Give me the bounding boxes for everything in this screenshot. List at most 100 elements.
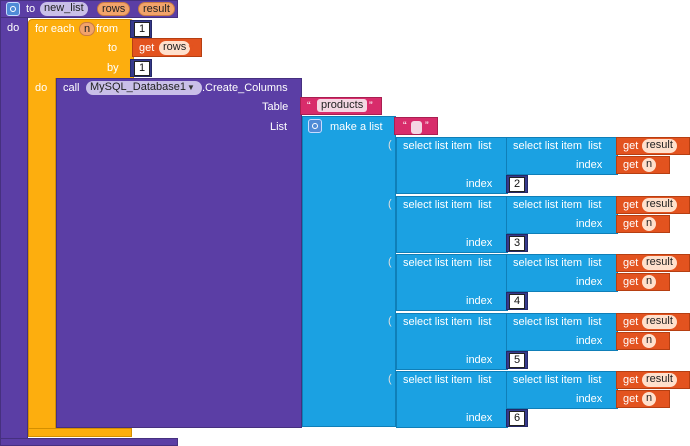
- select-list-item-outer[interactable]: [396, 196, 508, 253]
- n-chevron-down-icon[interactable]: ▼: [656, 160, 664, 169]
- component-dropdown[interactable]: MySQL_Database1: [86, 81, 202, 95]
- get-result-dropdown[interactable]: result: [642, 373, 677, 387]
- result-chevron-down-icon[interactable]: ▼: [676, 375, 684, 384]
- n-chevron-down-icon[interactable]: ▼: [656, 336, 664, 345]
- close-quote: ”: [369, 100, 373, 112]
- outer-index-label: index: [466, 237, 493, 249]
- get-rows-dropdown[interactable]: rows: [159, 41, 191, 55]
- get-n-label: get: [623, 159, 639, 171]
- get-result-dropdown[interactable]: result: [642, 139, 677, 153]
- outer-select-label: select list item: [403, 199, 473, 211]
- table-socket-label: Table: [262, 101, 289, 113]
- select-list-item-outer[interactable]: [396, 313, 508, 370]
- param-rows[interactable]: rows: [97, 2, 131, 16]
- index-value[interactable]: 3: [509, 236, 525, 251]
- component-chevron-down-icon[interactable]: ▼: [187, 83, 195, 92]
- table-name-field[interactable]: products: [317, 99, 368, 112]
- result-chevron-down-icon[interactable]: ▼: [676, 141, 684, 150]
- loop-do-label: do: [35, 82, 48, 94]
- inner-index-label: index: [576, 218, 603, 230]
- outer-index-label: index: [466, 354, 493, 366]
- outer-list-label: list: [478, 257, 492, 269]
- make-a-list-block[interactable]: [302, 116, 396, 427]
- outer-list-label: list: [478, 140, 492, 152]
- mutator-gear-icon[interactable]: [6, 2, 20, 16]
- get-n-dropdown[interactable]: n: [642, 158, 657, 172]
- select-list-item-inner[interactable]: [506, 137, 618, 175]
- for-each-label: for each: [35, 23, 75, 35]
- index-value[interactable]: 6: [509, 411, 525, 426]
- get-n-dropdown[interactable]: n: [642, 334, 657, 348]
- outer-select-label: select list item: [403, 140, 473, 152]
- procedure-name-field[interactable]: new_list: [40, 2, 88, 16]
- open-quote: “: [307, 100, 311, 112]
- param-result[interactable]: result: [138, 2, 175, 16]
- select-list-item-inner[interactable]: [506, 254, 618, 292]
- for-each-bottom: [28, 428, 132, 437]
- select-list-item-inner[interactable]: [506, 313, 618, 351]
- inner-index-label: index: [576, 393, 603, 405]
- outer-select-label: select list item: [403, 257, 473, 269]
- select-list-item-outer[interactable]: [396, 137, 508, 194]
- for-each-rail: [28, 78, 56, 432]
- inner-list-label: list: [588, 257, 602, 269]
- by-label: by: [107, 62, 119, 74]
- outer-index-label: index: [466, 178, 493, 190]
- n-chevron-down-icon[interactable]: ▼: [656, 394, 664, 403]
- empty-text-field[interactable]: [411, 121, 422, 134]
- empty-close-quote: ”: [425, 120, 429, 132]
- get-n-label: get: [623, 393, 639, 405]
- inner-index-label: index: [576, 159, 603, 171]
- procedure-body-rail: [0, 18, 28, 442]
- outer-index-label: index: [466, 412, 493, 424]
- n-chevron-down-icon[interactable]: ▼: [656, 219, 664, 228]
- by-value[interactable]: 1: [134, 61, 150, 76]
- get-n-dropdown[interactable]: n: [642, 392, 657, 406]
- to-label: to: [108, 42, 118, 54]
- outer-select-label: select list item: [403, 316, 473, 328]
- result-chevron-down-icon[interactable]: ▼: [676, 317, 684, 326]
- get-n-dropdown[interactable]: n: [642, 217, 657, 231]
- outer-select-label: select list item: [403, 374, 473, 386]
- call-create-columns-block[interactable]: [56, 78, 302, 428]
- get-n-label: get: [623, 276, 639, 288]
- get-result-dropdown[interactable]: result: [642, 198, 677, 212]
- inner-list-label: list: [588, 199, 602, 211]
- select-list-item-outer[interactable]: [396, 371, 508, 428]
- loop-var-field[interactable]: n: [79, 22, 96, 36]
- get-n-dropdown[interactable]: n: [642, 275, 657, 289]
- inner-list-label: list: [588, 316, 602, 328]
- from-label: from: [96, 23, 118, 35]
- rows-chevron-down-icon[interactable]: ▼: [187, 43, 195, 52]
- inner-index-label: index: [576, 335, 603, 347]
- procedure-do-label: do: [7, 22, 20, 34]
- result-chevron-down-icon[interactable]: ▼: [676, 258, 684, 267]
- get-result-label: get: [623, 374, 639, 386]
- call-label: call: [63, 82, 80, 94]
- list-socket-label: List: [270, 121, 288, 133]
- outer-list-label: list: [478, 316, 492, 328]
- outer-list-label: list: [478, 374, 492, 386]
- get-n-label: get: [623, 335, 639, 347]
- get-result-dropdown[interactable]: result: [642, 315, 677, 329]
- result-chevron-down-icon[interactable]: ▼: [676, 200, 684, 209]
- n-chevron-down-icon[interactable]: ▼: [656, 277, 664, 286]
- get-result-dropdown[interactable]: result: [642, 256, 677, 270]
- socket-bracket: (: [388, 315, 392, 327]
- outer-index-label: index: [466, 295, 493, 307]
- inner-list-label: list: [588, 140, 602, 152]
- index-value[interactable]: 5: [509, 353, 525, 368]
- inner-select-label: select list item: [513, 140, 583, 152]
- socket-bracket: (: [388, 373, 392, 385]
- index-value[interactable]: 2: [509, 177, 525, 192]
- index-value[interactable]: 4: [509, 294, 525, 309]
- inner-index-label: index: [576, 276, 603, 288]
- get-n-label: get: [623, 218, 639, 230]
- outer-list-label: list: [478, 199, 492, 211]
- make-list-gear-icon[interactable]: [308, 119, 322, 133]
- select-list-item-inner[interactable]: [506, 371, 618, 409]
- select-list-item-outer[interactable]: [396, 254, 508, 311]
- get-result-label: get: [623, 257, 639, 269]
- from-value[interactable]: 1: [134, 22, 150, 37]
